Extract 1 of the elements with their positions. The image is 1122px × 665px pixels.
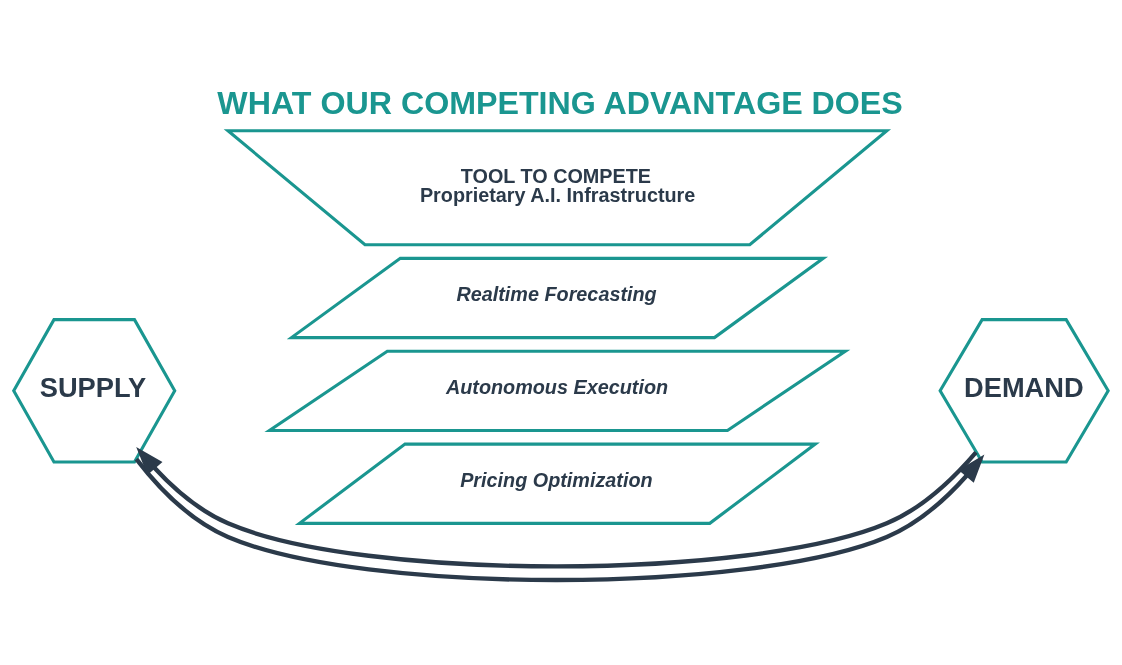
- diagram-title: WHAT OUR COMPETING ADVANTAGE DOES: [217, 85, 903, 122]
